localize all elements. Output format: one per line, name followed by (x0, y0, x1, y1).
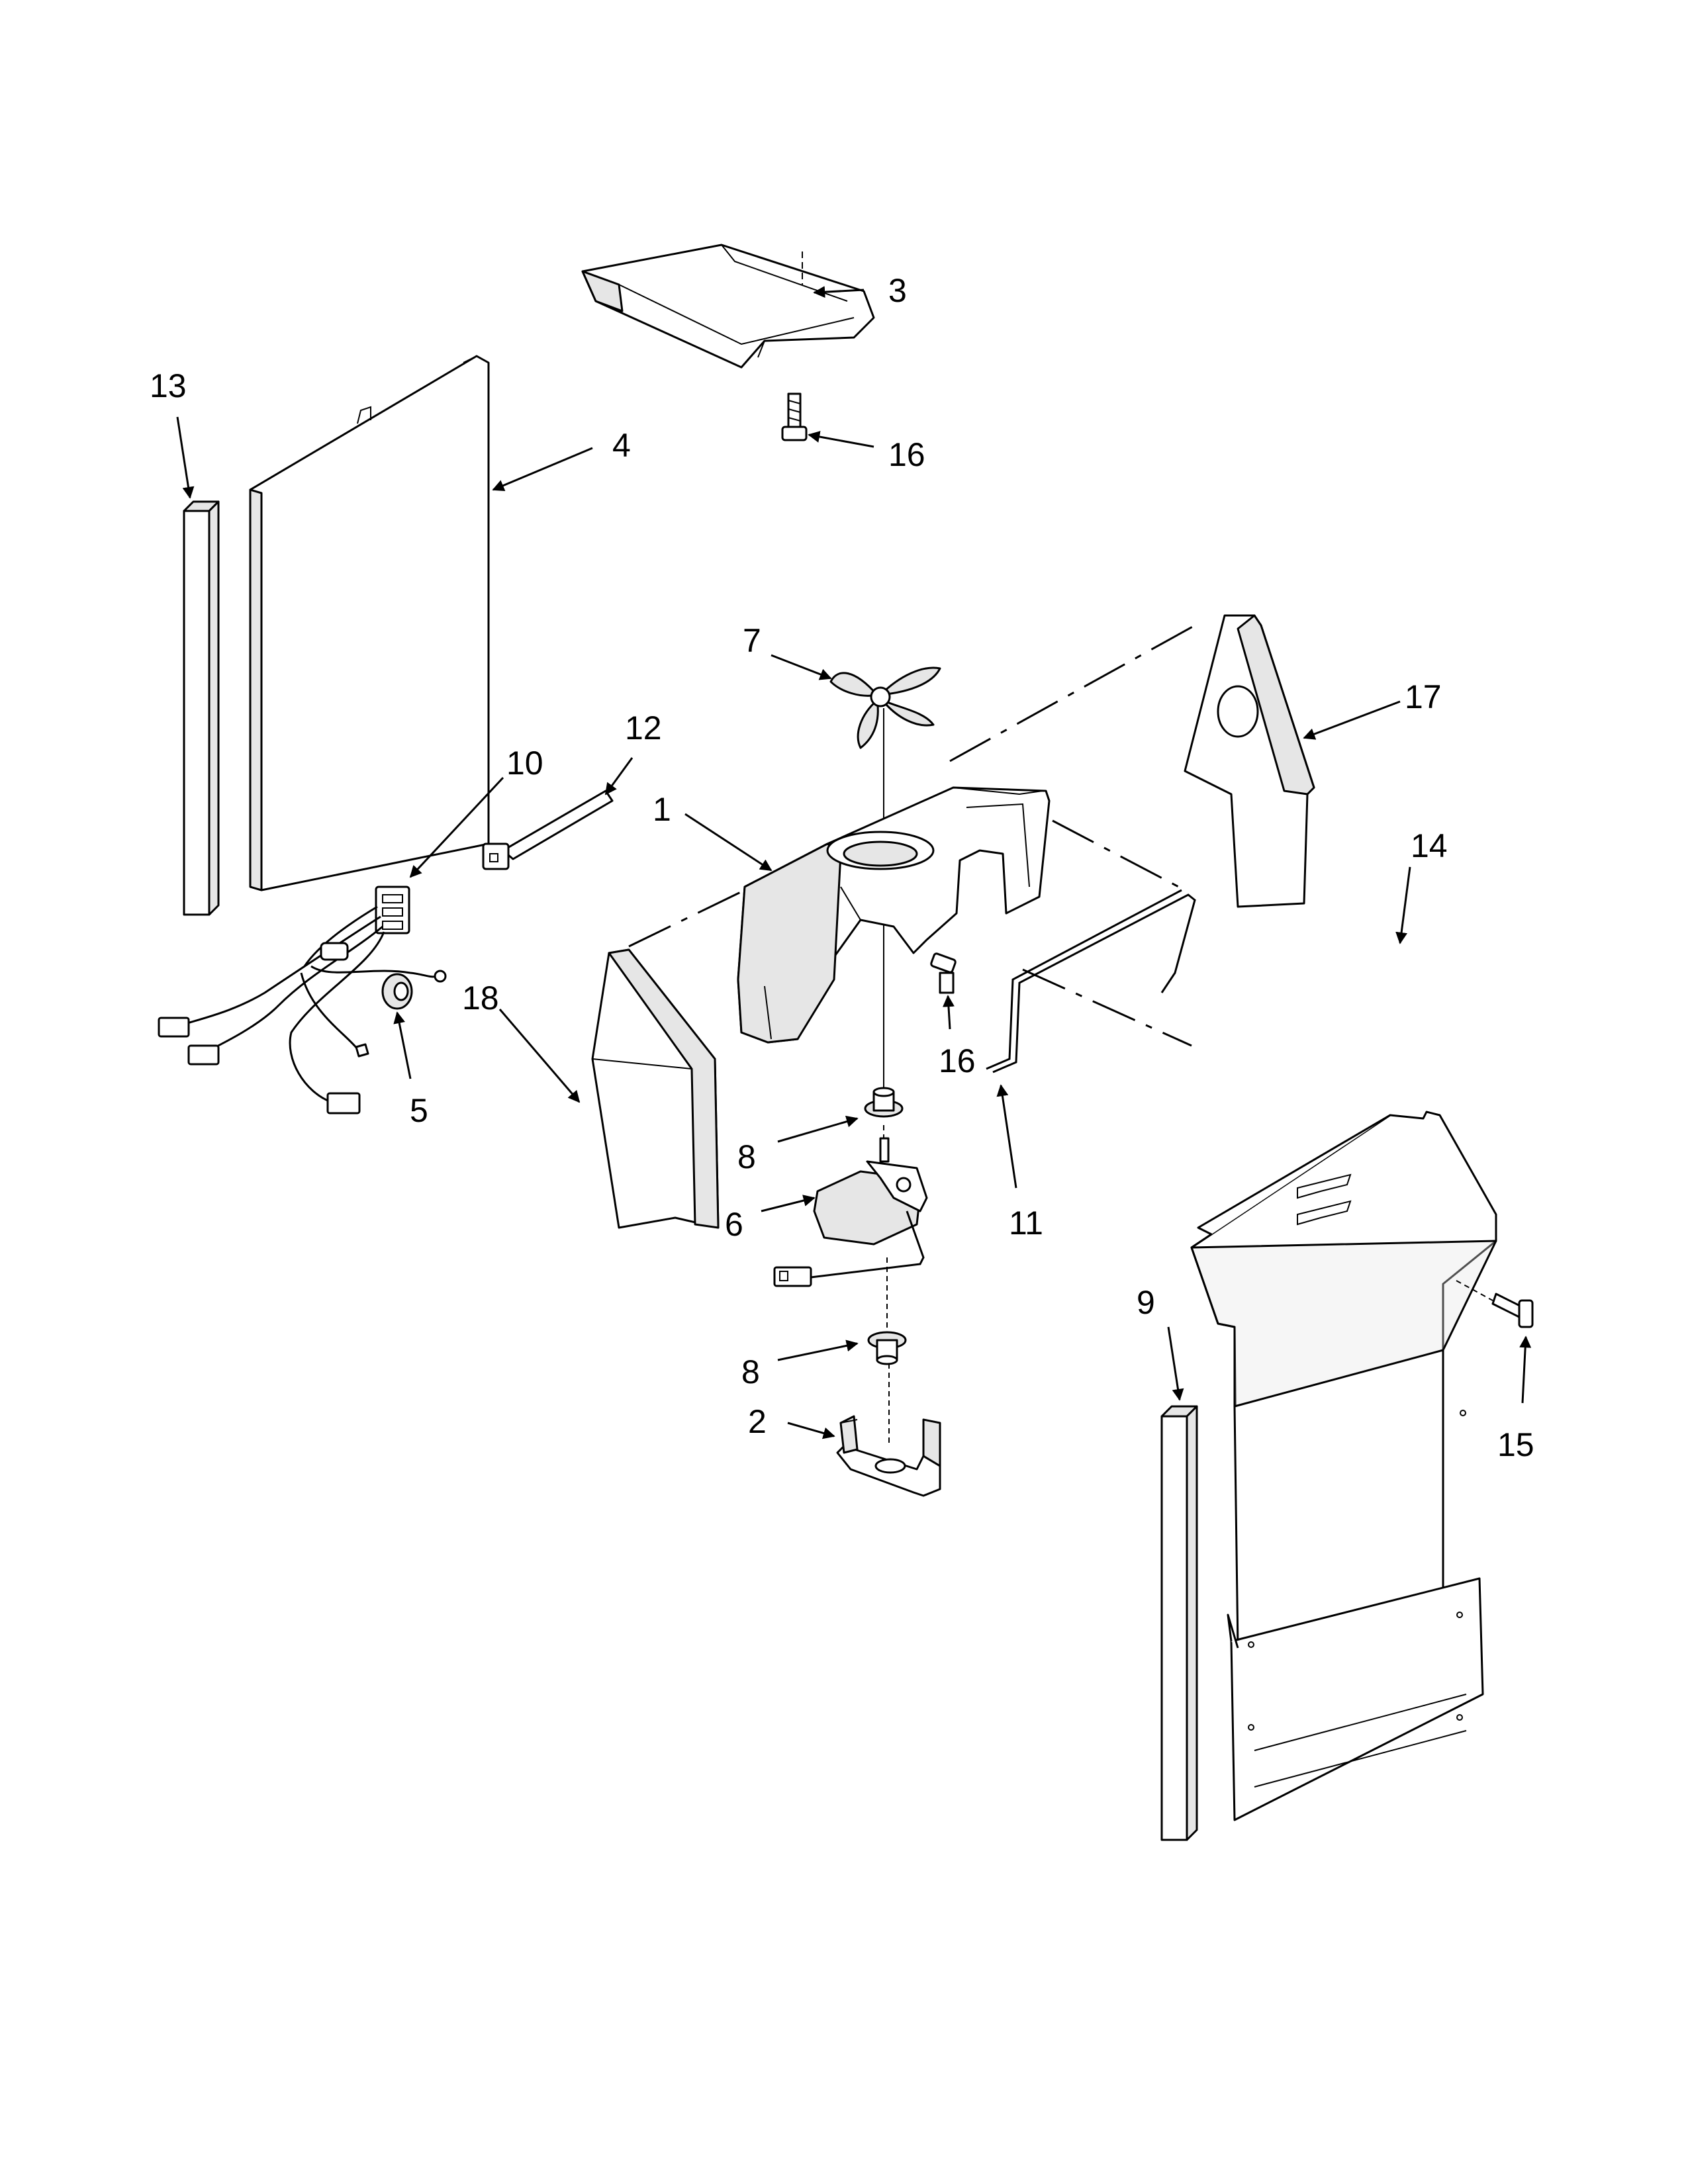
part-12-cable-tie (482, 790, 614, 870)
callout-4: 4 (612, 427, 631, 464)
part-13-insulation-strip (183, 500, 220, 916)
part-14-rear-cover (1190, 1111, 1497, 1821)
callout-8-lower: 8 (741, 1353, 760, 1390)
part-16-screw-top (781, 392, 808, 441)
callout-9: 9 (1137, 1284, 1155, 1321)
part-4-ribbed-panel (249, 355, 490, 891)
callout-10: 10 (506, 745, 543, 782)
part-16-screw-middle (930, 952, 957, 994)
callout-13: 13 (150, 367, 187, 404)
assembly-alignment-lines (628, 624, 1493, 1446)
callout-15: 15 (1497, 1426, 1534, 1463)
part-11-wire-bracket (986, 889, 1196, 1073)
part-1-fan-shroud (737, 786, 1051, 1044)
callout-18: 18 (462, 979, 499, 1017)
part-5-thermistor (381, 973, 413, 1010)
callout-11: 11 (1009, 1205, 1043, 1242)
callout-5: 5 (410, 1092, 428, 1129)
callout-17: 17 (1405, 678, 1442, 715)
callout-16-top: 16 (888, 436, 925, 473)
part-7-fan-blade (829, 666, 941, 749)
callout-12: 12 (625, 709, 662, 747)
part-3-air-duct-cover (581, 244, 875, 369)
part-9-insulation-strip (1160, 1405, 1198, 1841)
callout-16-middle: 16 (939, 1042, 976, 1079)
callout-7: 7 (743, 622, 761, 659)
part-6-fan-motor (773, 1137, 928, 1287)
part-8-grommet-lower (867, 1331, 907, 1365)
callout-14: 14 (1411, 827, 1448, 864)
callout-1: 1 (653, 791, 671, 828)
part-10-wire-harness (158, 886, 447, 1115)
part-17-right-baffle (1184, 614, 1315, 908)
part-8-grommet-upper (864, 1087, 904, 1118)
callout-2: 2 (748, 1403, 767, 1440)
part-2-motor-bracket (836, 1415, 941, 1497)
part-15-screw (1491, 1293, 1534, 1328)
part-18-left-baffle (591, 948, 720, 1229)
vent-slots (1254, 1694, 1467, 1788)
callout-3: 3 (888, 272, 907, 309)
callout-8-upper: 8 (737, 1138, 756, 1175)
leader-arrows (176, 286, 1532, 1439)
callout-6: 6 (725, 1206, 743, 1243)
